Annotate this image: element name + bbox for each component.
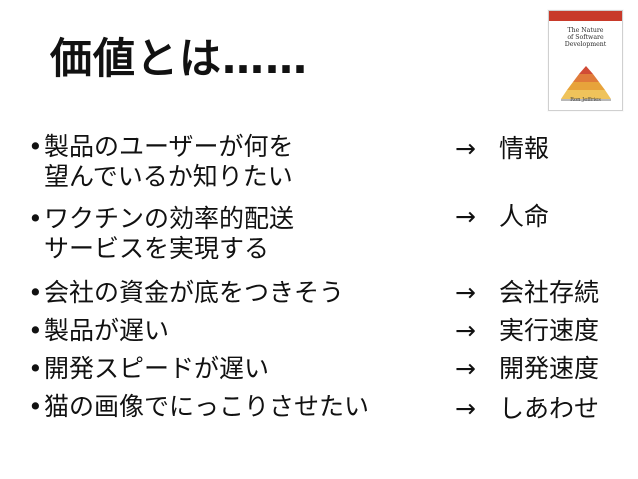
arrow-label: 人命 <box>499 202 550 231</box>
bullet-item: •開発スピードが遅い <box>28 354 269 384</box>
bullet-item: •ワクチンの効率的配送 サービスを実現する <box>28 204 294 264</box>
right-arrow-icon: → <box>455 394 476 423</box>
arrow-label: しあわせ <box>499 394 600 423</box>
bullet-text-line2: 望んでいるか知りたい <box>44 162 293 191</box>
arrow-item: → 情報 <box>455 134 549 164</box>
pyramid-icon <box>561 66 611 101</box>
arrow-item: → 人命 <box>455 202 549 232</box>
pyramid-level-3 <box>567 82 605 90</box>
bullet-text-line2: サービスを実現する <box>44 234 270 263</box>
bullet-dot: • <box>28 204 43 233</box>
bullet-text-line1: 製品のユーザーが何を <box>44 132 294 161</box>
bullet-text-line1: 猫の画像でにっこりさせたい <box>44 392 370 421</box>
book-cover: The Nature of Software Development Ron J… <box>548 10 623 111</box>
book-title: The Nature of Software Development <box>564 27 607 49</box>
right-arrow-icon: → <box>455 278 476 307</box>
pyramid-level-1 <box>579 66 593 74</box>
bullet-item: •猫の画像でにっこりさせたい <box>28 392 369 422</box>
bullet-text-line1: 開発スピードが遅い <box>44 354 270 383</box>
bullet-dot: • <box>28 132 43 161</box>
slide-title: 価値とは…… <box>50 34 309 83</box>
bullet-dot: • <box>28 354 43 383</box>
arrow-item: → 開発速度 <box>455 354 599 384</box>
bullet-dot: • <box>28 392 43 421</box>
bullet-item: •製品が遅い <box>28 316 169 346</box>
arrow-item: → しあわせ <box>455 394 599 424</box>
bullet-text-line1: 製品が遅い <box>44 316 170 345</box>
book-author: Ron Jeffries <box>570 97 601 103</box>
pyramid-base-shadow <box>561 99 611 101</box>
bullet-item: •会社の資金が底をつきそう <box>28 278 344 308</box>
pyramid-level-4 <box>561 90 611 99</box>
arrow-label: 情報 <box>499 134 550 163</box>
bullet-text-line1: 会社の資金が底をつきそう <box>44 278 345 307</box>
right-arrow-icon: → <box>455 134 476 163</box>
pyramid-level-2 <box>573 74 599 82</box>
right-arrow-icon: → <box>455 316 476 345</box>
arrow-label: 実行速度 <box>499 316 600 345</box>
right-arrow-icon: → <box>455 354 476 383</box>
bullet-item: •製品のユーザーが何を 望んでいるか知りたい <box>28 132 294 192</box>
bullet-dot: • <box>28 278 43 307</box>
arrow-label: 会社存続 <box>499 278 600 307</box>
bullet-text-line1: ワクチンの効率的配送 <box>44 204 295 233</box>
right-arrow-icon: → <box>455 202 476 231</box>
arrow-item: → 会社存続 <box>455 278 599 308</box>
arrow-item: → 実行速度 <box>455 316 599 346</box>
arrow-label: 開発速度 <box>499 354 600 383</box>
book-top-band <box>549 11 622 21</box>
bullet-dot: • <box>28 316 43 345</box>
